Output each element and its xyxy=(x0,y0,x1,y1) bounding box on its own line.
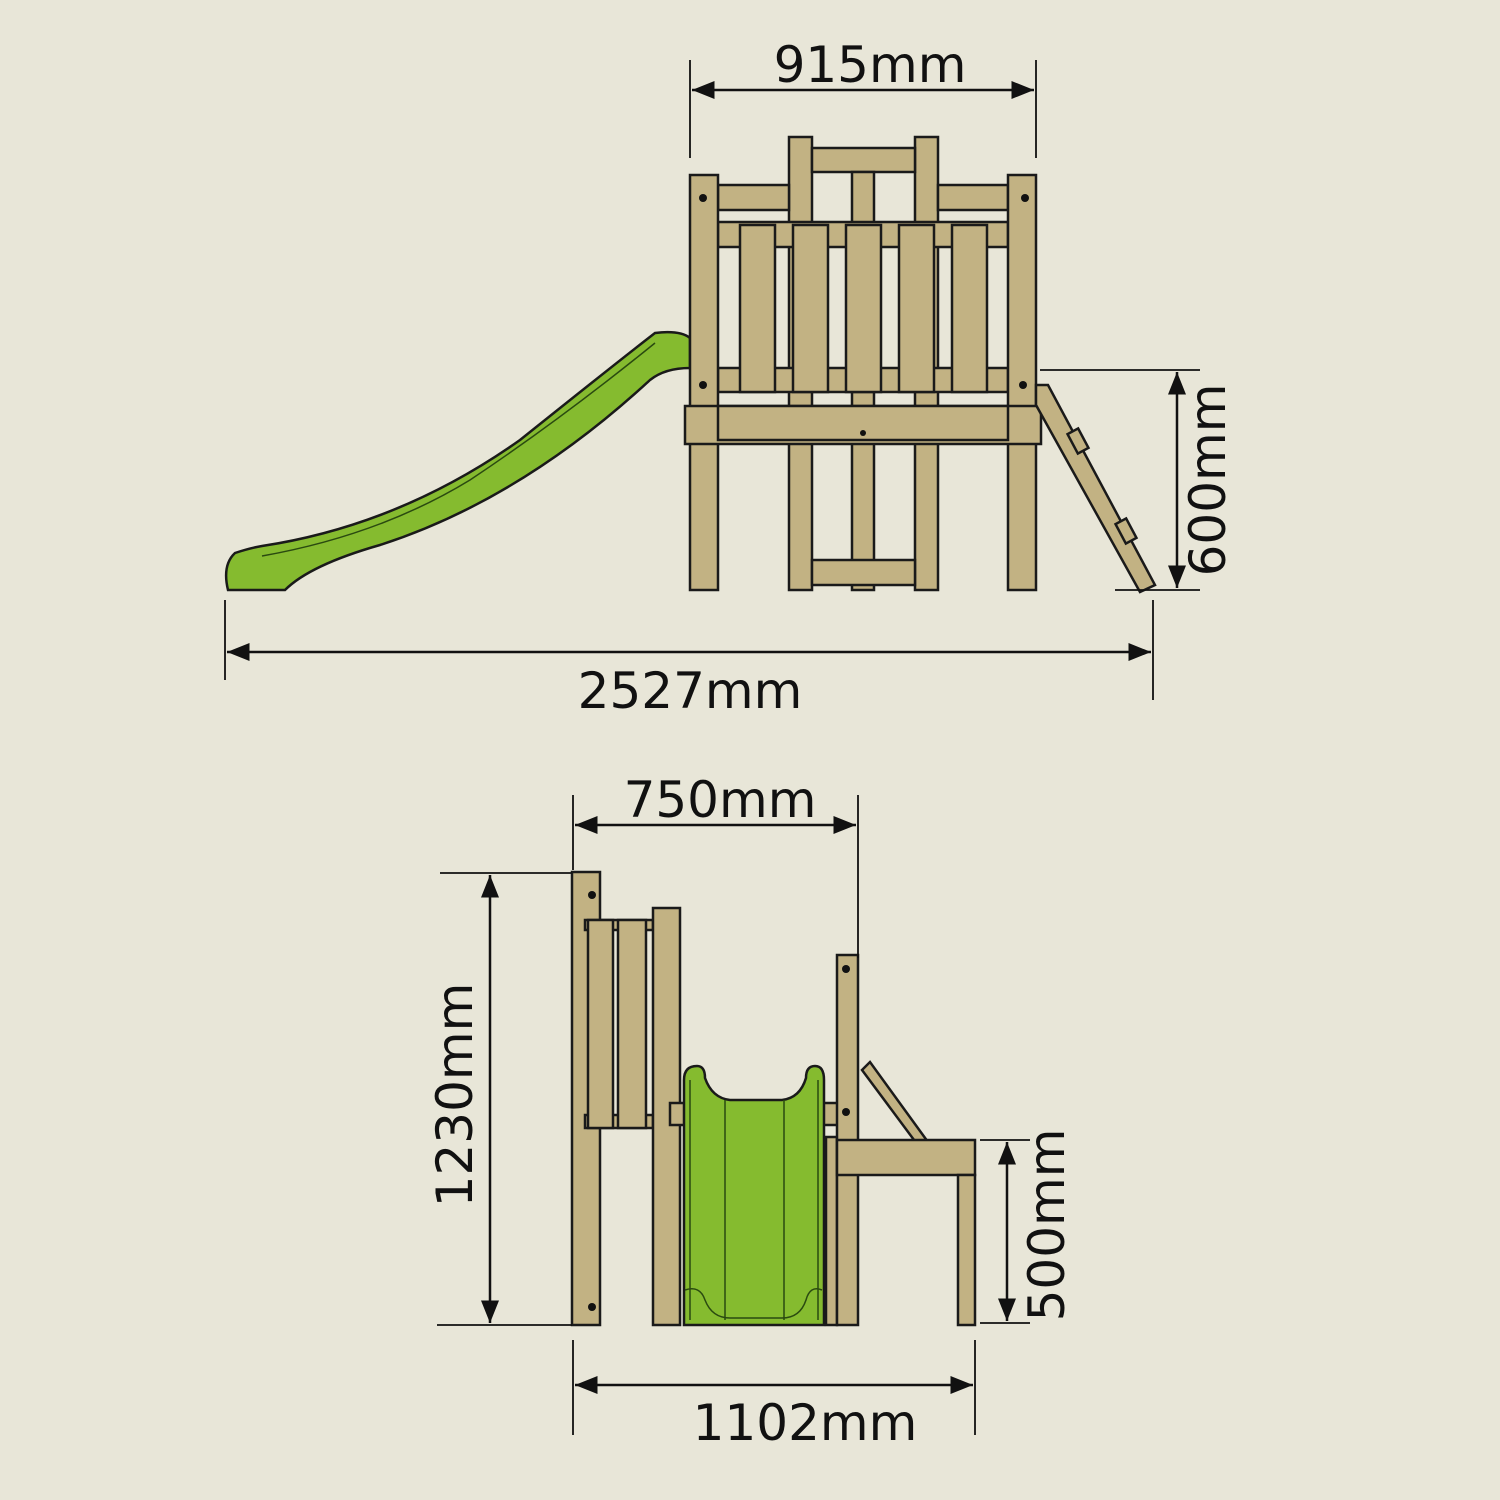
dimension-label: 915mm xyxy=(774,36,967,94)
front-view xyxy=(224,135,1157,594)
dimension-label: 1230mm xyxy=(426,983,484,1208)
dimension-915: 915mm xyxy=(689,36,1037,158)
dimension-label: 750mm xyxy=(624,771,817,829)
dimension-500: 500mm xyxy=(980,1129,1076,1324)
tower-frame xyxy=(683,135,1043,592)
dimension-label: 600mm xyxy=(1179,384,1237,577)
dimension-label: 500mm xyxy=(1018,1129,1076,1322)
dimension-2527: 2527mm xyxy=(224,600,1154,720)
dimension-label: 1102mm xyxy=(693,1394,918,1452)
dimension-1102: 1102mm xyxy=(572,1340,976,1452)
ladder-front xyxy=(1034,383,1157,594)
dimension-1230: 1230mm xyxy=(426,872,572,1326)
dimension-600: 600mm xyxy=(1040,369,1237,591)
slide-front xyxy=(224,330,692,592)
dimension-label: 2527mm xyxy=(578,662,803,720)
slide-side xyxy=(682,1064,826,1327)
dimension-750: 750mm xyxy=(572,771,859,958)
side-view xyxy=(570,870,977,1327)
